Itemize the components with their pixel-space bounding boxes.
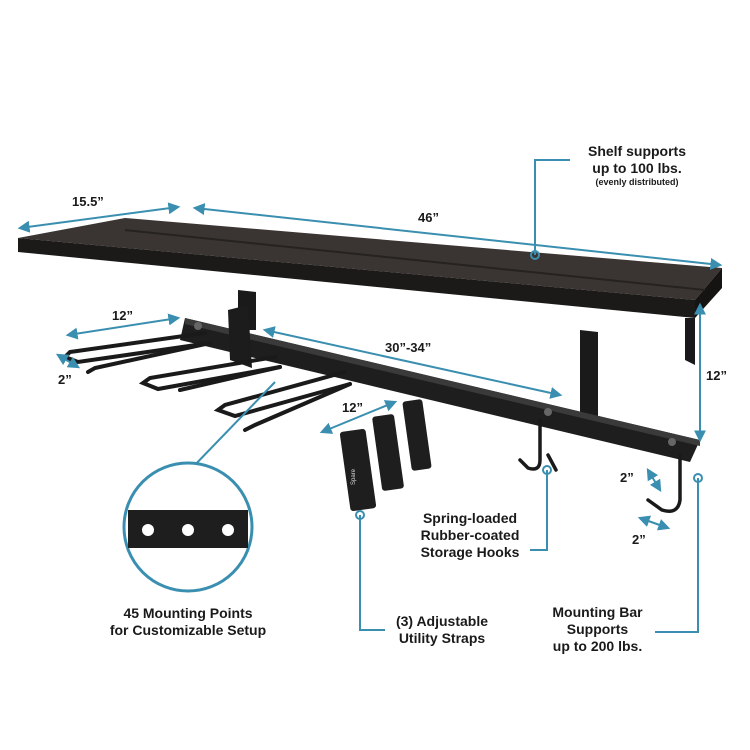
depth-label: 15.5”	[72, 194, 104, 209]
hooks-line2: Rubber-coated	[420, 526, 520, 543]
bar-line1: Mounting Bar	[552, 604, 643, 620]
hooks-line1: Spring-loaded	[422, 510, 518, 526]
width-label: 46”	[418, 210, 439, 225]
callout-leaders	[355, 159, 703, 633]
bar-line2: Supports	[566, 620, 629, 637]
strap-logo-text: Spare	[351, 468, 357, 485]
mounting-bar	[180, 305, 700, 462]
mounting-points-line1: 45 Mounting Points	[123, 605, 253, 621]
strap-length-label: 12”	[342, 400, 363, 415]
straps-callout: (3) Adjustable Utility Straps	[382, 613, 502, 647]
shelf-callout-line2: up to 100 lbs.	[592, 159, 682, 176]
bar-callout: Mounting Bar Supports up to 200 lbs.	[535, 604, 660, 654]
shelf-callout: Shelf supports up to 100 lbs. (evenly di…	[572, 143, 702, 187]
hooks-callout: Spring-loaded Rubber-coated Storage Hook…	[405, 510, 535, 560]
hook-spacing-label: 2”	[58, 372, 72, 387]
storage-hooks	[518, 418, 682, 513]
height-label: 12”	[706, 368, 727, 383]
end-hook-b-label: 2”	[632, 532, 646, 547]
mounting-points-callout: 45 Mounting Points for Customizable Setu…	[88, 605, 288, 639]
shelf-callout-line1: Shelf supports	[587, 143, 686, 159]
hook-length-label: 12”	[112, 308, 133, 323]
bar-span-label: 30”-34”	[385, 340, 432, 355]
mounting-points-line2: for Customizable Setup	[109, 621, 267, 638]
hooks-line3: Storage Hooks	[420, 543, 520, 560]
bar-line3: up to 200 lbs.	[552, 637, 643, 654]
mounting-points-magnifier	[122, 381, 276, 593]
dimension-arrows	[17, 202, 723, 531]
shelf-callout-note: (evenly distributed)	[595, 176, 679, 187]
straps-line1: (3) Adjustable	[395, 613, 489, 629]
utility-straps: Spare	[339, 399, 432, 512]
end-hook-a-label: 2”	[620, 470, 634, 485]
straps-line2: Utility Straps	[398, 629, 486, 646]
